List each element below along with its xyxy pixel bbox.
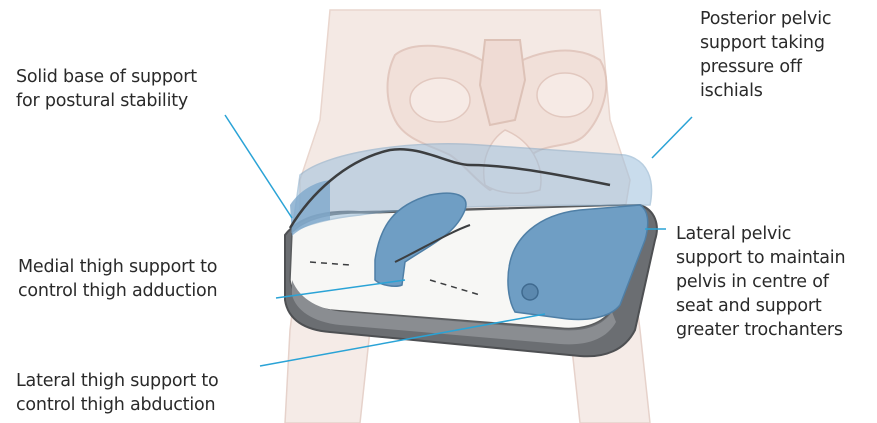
leader-solid-base: [225, 115, 292, 218]
leader-posterior-pelvic: [652, 117, 692, 158]
label-solid-base: Solid base of support for postural stabi…: [16, 65, 276, 113]
label-medial-thigh-support: Medial thigh support to control thigh ad…: [18, 255, 278, 303]
label-posterior-pelvic-support: Posterior pelvic support taking pressure…: [700, 7, 875, 103]
seat-cushion: [285, 144, 657, 357]
label-lateral-thigh-support: Lateral thigh support to control thigh a…: [16, 369, 286, 417]
label-lateral-pelvic-support: Lateral pelvic support to maintain pelvi…: [676, 222, 876, 342]
